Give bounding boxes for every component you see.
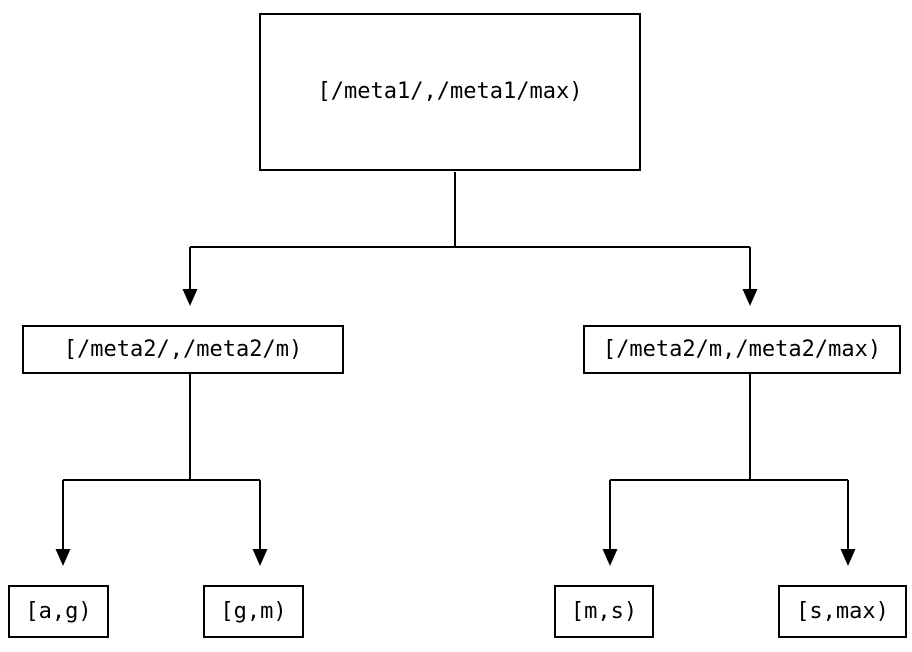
arrowhead-icon [840,549,856,566]
tree-node-root: [/meta1/,/meta1/max) [259,13,641,171]
tree-node-meta2-right: [/meta2/m,/meta2/max) [583,325,901,374]
connector-root-to-level2 [189,172,751,290]
tree-leaf-g-m: [g,m) [203,585,304,638]
arrowhead-icon [742,289,758,306]
arrowhead-icon [55,549,71,566]
tree-leaf-m-s: [m,s) [554,585,654,638]
tree-leaf-s-max: [s,max) [778,585,907,638]
tree-leaf-a-g: [a,g) [8,585,109,638]
arrowhead-icon [182,289,198,306]
tree-node-meta2-left: [/meta2/,/meta2/m) [22,325,344,374]
connector-right-to-leaves [609,374,849,550]
connector-left-to-leaves [62,374,261,550]
arrowhead-icon [602,549,618,566]
arrowhead-icon [252,549,268,566]
